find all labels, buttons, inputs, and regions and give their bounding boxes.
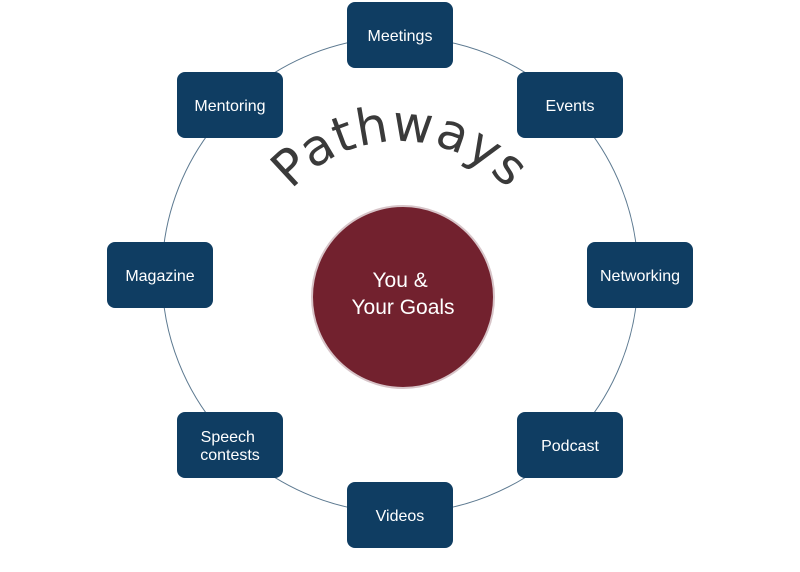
node-speech-contests: Speech contests <box>177 412 283 478</box>
node-videos-label: Videos <box>376 508 425 525</box>
node-events-label: Events <box>546 98 595 115</box>
node-speech-contests-line1: Speech <box>201 429 255 446</box>
node-networking: Networking <box>587 242 693 308</box>
node-meetings-box <box>347 2 453 68</box>
node-magazine-label: Magazine <box>125 268 194 285</box>
node-speech-contests-label: Speech contests <box>200 429 260 464</box>
node-magazine: Magazine <box>107 242 213 308</box>
diagram-title-path: Pathways <box>260 94 540 198</box>
center-circle-shape <box>311 205 495 389</box>
node-videos-box <box>347 482 453 548</box>
node-meetings-label: Meetings <box>368 28 433 45</box>
center-label-line2: Your Goals <box>351 296 454 319</box>
node-mentoring-box <box>177 72 283 138</box>
node-networking-box <box>587 242 693 308</box>
node-meetings: Meetings <box>347 2 453 68</box>
node-magazine-box <box>107 242 213 308</box>
node-mentoring: Mentoring <box>177 72 283 138</box>
node-podcast-box <box>517 412 623 478</box>
node-events-box <box>517 72 623 138</box>
node-speech-contests-box <box>177 412 283 478</box>
center-label: You & Your Goals <box>351 269 454 319</box>
node-podcast: Podcast <box>517 412 623 478</box>
node-events: Events <box>517 72 623 138</box>
node-networking-label: Networking <box>600 268 680 285</box>
node-speech-contests-line2: contests <box>200 447 260 464</box>
node-videos: Videos <box>347 482 453 548</box>
center-goal-circle: You & Your Goals <box>311 205 495 389</box>
center-label-line1: You & <box>372 269 427 292</box>
diagram-title: Pathways <box>260 94 541 198</box>
node-mentoring-label: Mentoring <box>194 98 265 115</box>
node-podcast-label: Podcast <box>541 438 599 455</box>
